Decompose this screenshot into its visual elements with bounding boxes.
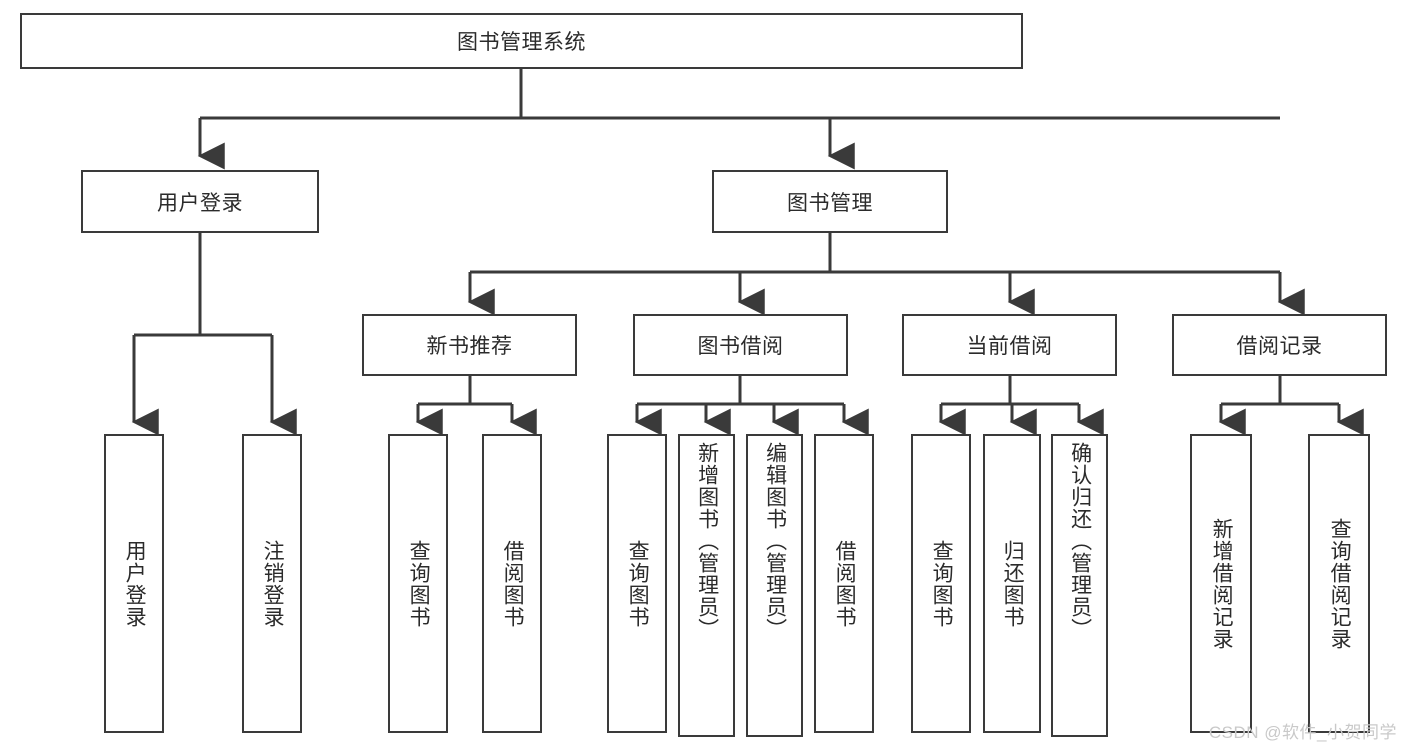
node-leaf-confirm-return[interactable]: 确认归还（管理员） — [1051, 434, 1108, 737]
node-leaf-borrow-book-label: 借阅图书 — [833, 539, 857, 628]
node-leaf-add-book-label: 新增图书（管理员） — [695, 442, 719, 640]
node-leaf-confirm-return-label: 确认归还（管理员） — [1068, 442, 1092, 640]
node-leaf-query-book-borrow-label: 查询图书 — [626, 539, 650, 628]
node-new-book-rec[interactable]: 新书推荐 — [362, 314, 577, 376]
node-borrow-record[interactable]: 借阅记录 — [1172, 314, 1387, 376]
node-leaf-return-book-label: 归还图书 — [1001, 539, 1025, 628]
node-leaf-add-book[interactable]: 新增图书（管理员） — [678, 434, 735, 737]
node-leaf-edit-book-label: 编辑图书（管理员） — [763, 442, 787, 640]
node-book-borrow[interactable]: 图书借阅 — [633, 314, 848, 376]
node-root-label: 图书管理系统 — [457, 31, 586, 54]
node-root[interactable]: 图书管理系统 — [20, 13, 1023, 69]
node-leaf-edit-book[interactable]: 编辑图书（管理员） — [746, 434, 803, 737]
node-leaf-query-book-cur-label: 查询图书 — [930, 539, 954, 628]
node-leaf-logout-label: 注销登录 — [261, 539, 285, 628]
node-current-borrow[interactable]: 当前借阅 — [902, 314, 1117, 376]
node-leaf-add-record-label: 新增借阅记录 — [1210, 517, 1234, 650]
node-book-manage-label: 图书管理 — [787, 191, 873, 215]
node-leaf-query-book-rec-label: 查询图书 — [407, 539, 431, 628]
watermark: CSDN @软件_小贺同学 — [1208, 723, 1397, 742]
node-leaf-query-book-cur[interactable]: 查询图书 — [911, 434, 971, 733]
node-borrow-record-label: 借阅记录 — [1236, 335, 1323, 358]
node-leaf-return-book[interactable]: 归还图书 — [983, 434, 1041, 733]
node-leaf-add-record[interactable]: 新增借阅记录 — [1190, 434, 1252, 733]
node-leaf-user-login-label: 用户登录 — [123, 539, 147, 628]
node-leaf-borrow-book-rec[interactable]: 借阅图书 — [482, 434, 542, 733]
node-new-book-rec-label: 新书推荐 — [426, 335, 513, 358]
node-leaf-query-record-label: 查询借阅记录 — [1328, 517, 1352, 650]
node-current-borrow-label: 当前借阅 — [966, 335, 1053, 358]
node-book-borrow-label: 图书借阅 — [697, 335, 784, 358]
node-leaf-borrow-book[interactable]: 借阅图书 — [814, 434, 874, 733]
node-leaf-query-record[interactable]: 查询借阅记录 — [1308, 434, 1370, 733]
node-leaf-borrow-book-rec-label: 借阅图书 — [501, 539, 525, 628]
node-leaf-query-book-rec[interactable]: 查询图书 — [388, 434, 448, 733]
node-book-manage[interactable]: 图书管理 — [712, 170, 948, 233]
node-user-login-label: 用户登录 — [157, 191, 243, 215]
node-leaf-logout[interactable]: 注销登录 — [242, 434, 302, 733]
node-leaf-query-book-borrow[interactable]: 查询图书 — [607, 434, 667, 733]
node-leaf-user-login[interactable]: 用户登录 — [104, 434, 164, 733]
node-user-login[interactable]: 用户登录 — [81, 170, 319, 233]
